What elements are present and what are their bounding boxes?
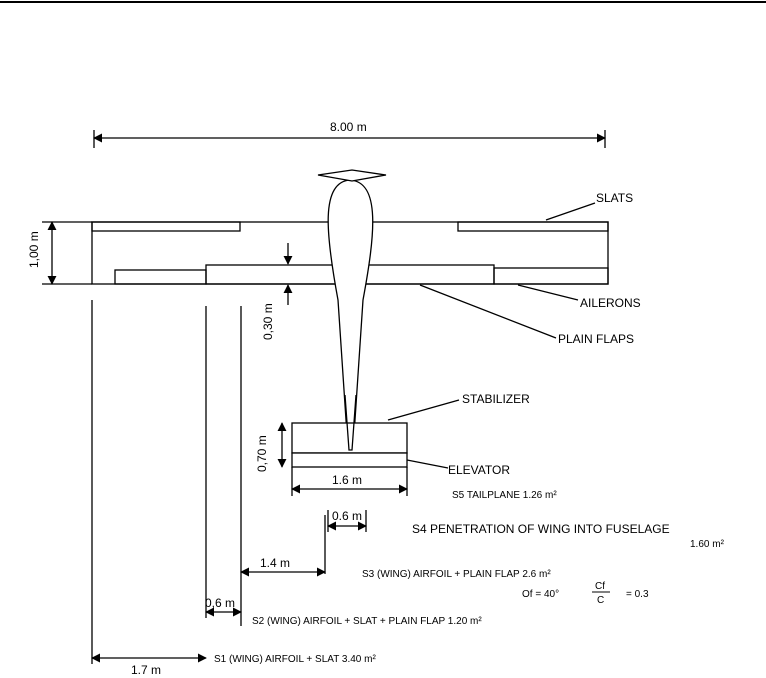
- dim-0-6-label: 0,6 m: [205, 596, 235, 610]
- plain-flaps-leader: [419, 284, 557, 339]
- chord-label: 1,00 m: [27, 231, 41, 268]
- s4-area-value: 1.60 m²: [690, 539, 725, 550]
- s3-area-label: S3 (WING) AIRFOIL + PLAIN FLAP 2.6 m²: [362, 569, 551, 580]
- formula-denominator: C: [597, 595, 604, 606]
- tail-span-label: 1.6 m: [332, 473, 362, 487]
- aileron-right: [493, 267, 609, 285]
- fuselage: [327, 179, 374, 451]
- dim-1-7-label: 1.7 m: [131, 663, 161, 677]
- ailerons-leader: [517, 284, 579, 301]
- plain-flaps-label: PLAIN FLAPS: [558, 332, 634, 346]
- slat-left: [91, 221, 241, 232]
- slats-leader: [545, 202, 596, 221]
- elevator-label: ELEVATOR: [448, 463, 510, 477]
- flap-chord-label: 0,30 m: [261, 303, 275, 340]
- s2-area-label: S2 (WING) AIRFOIL + SLAT + PLAIN FLAP 1.…: [252, 616, 482, 627]
- propeller: [317, 169, 387, 182]
- penetration-width-label: 0.6 m: [332, 509, 362, 523]
- slats-label: SLATS: [596, 191, 633, 205]
- tail-chord-label: 0,70 m: [255, 435, 269, 472]
- s1-area-label: S1 (WING) AIRFOIL + SLAT 3.40 m²: [214, 654, 376, 665]
- formula-lhs: Of = 40°: [522, 589, 559, 600]
- aileron-left: [114, 269, 207, 285]
- span-label: 8.00 m: [330, 120, 367, 134]
- slat-right: [457, 221, 609, 232]
- formula-numerator: Cf: [595, 581, 605, 592]
- formula-rhs: = 0.3: [626, 589, 649, 600]
- fuselage-tail: [344, 394, 357, 451]
- elevator: [291, 452, 408, 468]
- ailerons-label: AILERONS: [580, 296, 641, 310]
- stabilizer-leader: [387, 399, 460, 421]
- s4-area-label: S4 PENETRATION OF WING INTO FUSELAGE: [412, 522, 670, 536]
- elevator-leader: [406, 459, 449, 469]
- s5-area-label: S5 TAILPLANE 1.26 m²: [452, 490, 557, 501]
- stabilizer-label: STABILIZER: [462, 392, 530, 406]
- dim-1-4-label: 1.4 m: [260, 556, 290, 570]
